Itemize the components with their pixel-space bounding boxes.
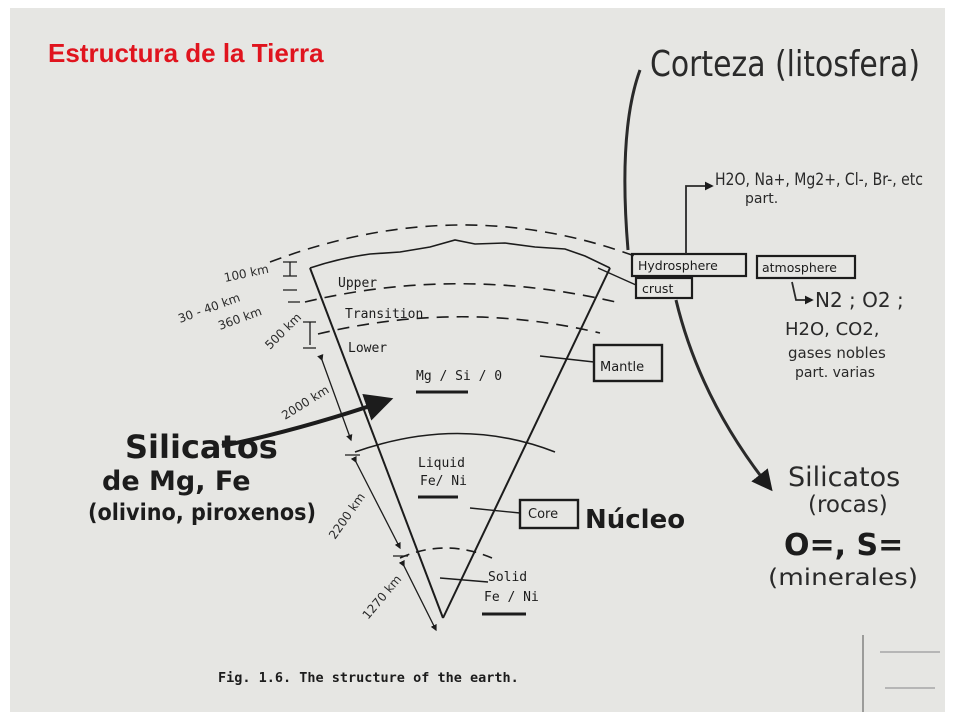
- slide-title: Estructura de la Tierra: [48, 38, 324, 68]
- silicatos-rocas-line-3: O=, S=: [784, 528, 903, 563]
- silicatos-rocas-line-1: Silicatos: [788, 462, 900, 493]
- atmo-gases-arrow: [791, 281, 814, 305]
- hydro-ions-line-2: part.: [745, 191, 778, 207]
- layer-label-lower: Lower: [348, 341, 387, 356]
- upper-transition-boundary: [304, 282, 621, 304]
- wedge-left-edge: [309, 267, 444, 619]
- surface-topography: [309, 239, 611, 269]
- silicatos-arrow: [221, 393, 394, 448]
- core-box: Core: [518, 498, 580, 530]
- atmo-gases-line-4: part. varias: [795, 365, 875, 381]
- layer-label-liquid: Liquid: [418, 456, 465, 471]
- silicatos-mgfe-line-1: Silicatos: [125, 428, 278, 466]
- atmosphere-boundary: [269, 224, 641, 263]
- depth-label-500km: 500 km: [262, 310, 304, 352]
- mantle-composition: Mg / Si / 0: [416, 369, 502, 384]
- atmo-gases-annotation: N2 ; O2 ; H2O, CO2, gases nobles part. v…: [785, 288, 904, 381]
- silicatos-rocas-line-4: (minerales): [768, 565, 918, 591]
- core-leader-line: [469, 507, 521, 514]
- corteza-bracket: [623, 69, 642, 251]
- depth-label-100km: 100 km: [223, 262, 270, 285]
- hydro-ions-arrow: [685, 181, 714, 254]
- atmo-gases-line-2: H2O, CO2,: [785, 319, 880, 340]
- layer-label-solid: Solid: [488, 570, 527, 585]
- mantle-box-label: Mantle: [600, 360, 644, 375]
- transition-lower-boundary: [317, 315, 601, 335]
- mantle-leader-line: [539, 355, 595, 363]
- inner-core-boundary: [399, 547, 493, 559]
- depth-label-2200km: 2200 km: [326, 490, 368, 541]
- atmo-gases-line-3: gases nobles: [788, 344, 886, 362]
- depth-label-1270km: 1270 km: [360, 572, 405, 622]
- silicatos-mgfe-annotation: Silicatos de Mg, Fe (olivino, piroxenos): [88, 428, 316, 526]
- crust-box-label: crust: [642, 281, 673, 296]
- silicatos-rocas-annotation: Silicatos (rocas) O=, S= (minerales): [768, 462, 918, 591]
- mantle-core-boundary: [354, 432, 556, 453]
- inner-core-composition: Fe / Ni: [484, 590, 539, 605]
- hydrosphere-box: Hydrosphere: [630, 252, 748, 278]
- layer-label-transition: Transition: [345, 307, 423, 322]
- atmo-gases-line-1: N2 ; O2 ;: [815, 288, 904, 312]
- nucleo-annotation: Núcleo: [585, 505, 685, 535]
- mantle-box: Mantle: [592, 343, 664, 383]
- hydro-ions-annotation: H2O, Na+, Mg2+, Cl-, Br-, etc part.: [715, 170, 923, 207]
- crust-box: crust: [634, 276, 694, 300]
- scanned-figure-background: [10, 8, 945, 712]
- earth-wedge: [269, 224, 641, 619]
- silicatos-mgfe-line-3: (olivino, piroxenos): [88, 500, 316, 526]
- core-box-label: Core: [528, 507, 558, 522]
- layer-label-upper: Upper: [338, 276, 377, 291]
- scan-artifacts: [862, 635, 940, 712]
- solid-leader-line: [439, 577, 489, 583]
- atmosphere-box-label: atmosphere: [762, 260, 837, 275]
- corteza-annotation: Corteza (litosfera): [650, 44, 920, 85]
- silicatos-rocas-line-2: (rocas): [808, 492, 888, 518]
- hydrosphere-box-label: Hydrosphere: [638, 258, 718, 273]
- crust-leader-line: [597, 267, 637, 286]
- silicatos-mgfe-line-2: de Mg, Fe: [102, 466, 251, 497]
- hydro-ions-line-1: H2O, Na+, Mg2+, Cl-, Br-, etc: [715, 170, 923, 190]
- outer-core-composition: Fe/ Ni: [420, 474, 467, 489]
- atmosphere-box: atmosphere: [755, 254, 857, 280]
- depth-label-2000km: 2000 km: [279, 383, 331, 423]
- silicatos-rocas-arrow: [674, 299, 773, 492]
- figure-caption: Fig. 1.6. The structure of the earth.: [218, 670, 519, 686]
